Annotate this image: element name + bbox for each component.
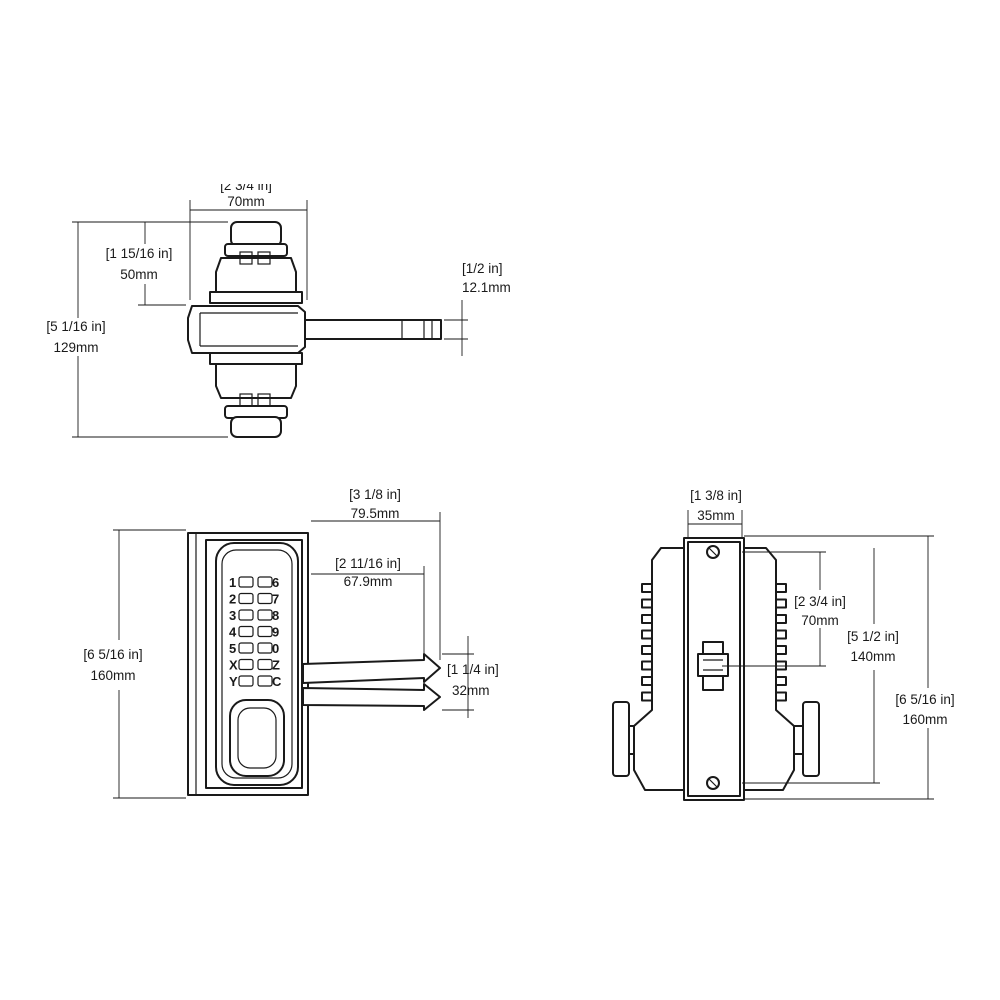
keypad-left-key-button [238, 675, 254, 687]
rib-right [775, 691, 787, 702]
side-spacing-mm-label: 70mm [801, 613, 839, 628]
keypad-left-key-label: Y [229, 674, 238, 689]
keypad-right-key-label: C [272, 674, 282, 689]
top-height-mm-label: 129mm [53, 340, 98, 355]
latch-inner-in-label: [2 11/16 in] [335, 556, 401, 571]
rib-right [775, 645, 787, 655]
side-width-in-label: [1 3/8 in] [690, 488, 742, 503]
keypad-left-key-button [238, 609, 254, 621]
front-height-in-label: [6 5/16 in] [83, 647, 142, 662]
keypad-right-key-button [257, 576, 273, 588]
rib-left [641, 629, 653, 640]
keypad-left-key-label: 1 [229, 575, 236, 590]
keypad-right-key-button [257, 642, 273, 654]
keypad-left-key-button [238, 658, 254, 671]
keypad-left-key-label: 4 [229, 625, 237, 640]
top-view: [2 3/4 in] 70mm [5 1/16 in] 129mm [1 15/… [46, 178, 511, 438]
keypad-right-key-label: 7 [272, 592, 279, 607]
keypad-left-key-label: 3 [229, 608, 236, 623]
keypad-left-key-button [238, 642, 254, 654]
keypad-right-key-label: 8 [272, 608, 279, 623]
latch-reach-in-label: [3 1/8 in] [349, 487, 401, 502]
rib-right [775, 676, 787, 686]
keypad-right-key-button [257, 625, 273, 638]
rib-right [775, 583, 787, 593]
rib-left [641, 614, 653, 624]
keypad-left-key-button [238, 592, 254, 605]
top-upper-in-label: [1 15/16 in] [106, 246, 173, 261]
top-bolt-in-label: [1/2 in] [462, 261, 503, 276]
keypad-left-key-button [238, 576, 254, 588]
side-inner-in-label: [5 1/2 in] [847, 629, 899, 644]
keypad-right-key-button [257, 592, 273, 605]
latch-inner-mm-label: 67.9mm [344, 574, 393, 589]
rib-left [641, 660, 653, 671]
rib-left [641, 691, 653, 702]
top-width-in-label: [2 3/4 in] [220, 178, 272, 193]
side-total-mm-label: 160mm [902, 712, 947, 727]
keypad-left-key-label: 5 [229, 641, 236, 656]
rib-right [775, 629, 787, 640]
side-view: [1 3/8 in] 35mm [2 3/4 in] 70mm [5 1/2 i… [612, 488, 955, 801]
keypad-left-key-button [238, 625, 254, 638]
latch-height-mm-label: 32mm [452, 683, 490, 698]
side-inner-mm-label: 140mm [850, 649, 895, 664]
keypad-left-key-label: 2 [229, 592, 236, 607]
keypad-right-key-label: 9 [272, 625, 279, 640]
rib-left [641, 676, 653, 686]
latch-reach-mm-label: 79.5mm [351, 506, 400, 521]
side-width-mm-label: 35mm [697, 508, 735, 523]
top-upper-mm-label: 50mm [120, 267, 158, 282]
rib-left [641, 583, 653, 593]
top-height-in-label: [5 1/16 in] [46, 319, 105, 334]
side-spacing-in-label: [2 3/4 in] [794, 594, 846, 609]
keypad-right-key-button [257, 675, 273, 687]
rib-left [641, 645, 653, 655]
side-total-in-label: [6 5/16 in] [895, 692, 954, 707]
keypad-left-key-label: X [229, 658, 238, 673]
keypad-right-key-label: Z [272, 658, 280, 673]
keypad-right-key-label: 0 [272, 641, 279, 656]
keypad-right-key-button [257, 609, 273, 621]
rib-right [775, 660, 787, 671]
top-width-mm-label: 70mm [227, 194, 265, 209]
rib-right [775, 598, 787, 609]
keypad-right-key-button [257, 658, 273, 671]
rib-right [775, 614, 787, 624]
keypad-right-key-label: 6 [272, 575, 279, 590]
rib-left [641, 598, 653, 609]
top-bolt-mm-label: 12.1mm [462, 280, 511, 295]
latch-height-in-label: [1 1/4 in] [447, 662, 499, 677]
front-height-mm-label: 160mm [90, 668, 135, 683]
